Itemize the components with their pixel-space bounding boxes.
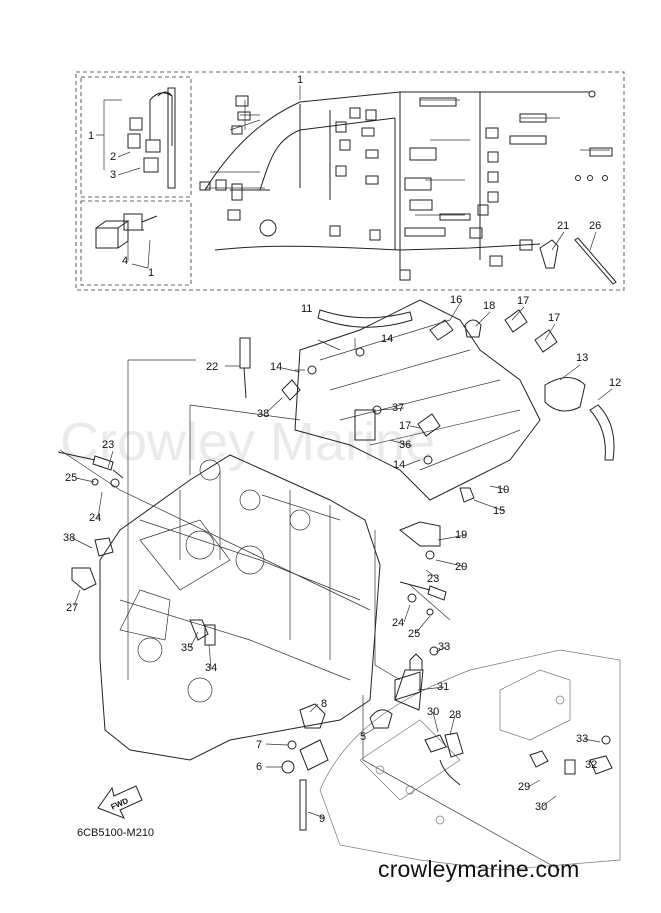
callout-19: 19 (455, 529, 467, 541)
callout-17: 17 (548, 312, 560, 324)
fwd-arrow: FWD (97, 785, 143, 819)
callout-23: 23 (102, 439, 114, 451)
site-url: crowleymarine.com (378, 856, 580, 882)
callout-5: 5 (360, 731, 366, 743)
callout-38: 38 (63, 532, 75, 544)
callout-2: 2 (110, 151, 116, 163)
callout-25: 25 (65, 472, 77, 484)
sensor-23-assembly (57, 451, 447, 616)
callout-11: 11 (301, 303, 312, 315)
callout-10: 10 (497, 484, 509, 496)
callout-9: 9 (319, 813, 325, 825)
callout-17: 17 (517, 295, 529, 307)
callout-34: 34 (205, 662, 217, 674)
callout-13: 13 (576, 352, 588, 364)
callout-37: 37 (392, 402, 404, 414)
callout-1: 1 (297, 74, 303, 86)
callout-labels: 1 1 2 3 4 1 21 26 11 16 18 17 17 13 12 2… (63, 74, 621, 825)
fwd-label: FWD (109, 796, 130, 812)
callout-38: 38 (257, 408, 269, 420)
callout-3: 3 (110, 169, 116, 181)
callout-4: 4 (122, 255, 128, 267)
callout-12: 12 (609, 377, 621, 389)
callout-1: 1 (148, 267, 154, 279)
callout-36: 36 (399, 439, 411, 451)
callout-1: 1 (88, 130, 94, 142)
callout-30: 30 (535, 801, 547, 813)
callout-33: 33 (438, 641, 450, 653)
engine-block (99, 454, 381, 761)
callout-26: 26 (589, 220, 601, 232)
callout-35: 35 (181, 642, 193, 654)
callout-7: 7 (256, 739, 262, 751)
callout-22: 22 (206, 361, 218, 373)
watermark: Crowley Marine (60, 412, 435, 472)
callout-32: 32 (585, 759, 597, 771)
harness-panel (75, 71, 625, 291)
callout-24: 24 (89, 512, 101, 524)
callout-6: 6 (256, 761, 262, 773)
callout-24: 24 (392, 617, 404, 629)
callout-14: 14 (270, 361, 282, 373)
leader-lines (59, 85, 561, 871)
callout-ticks (71, 99, 613, 819)
callout-29: 29 (518, 781, 530, 793)
callout-18: 18 (483, 300, 495, 312)
callout-8: 8 (321, 698, 327, 710)
callout-23: 23 (427, 573, 439, 585)
small-parts (71, 309, 613, 831)
callout-14: 14 (393, 459, 405, 471)
callout-27: 27 (66, 602, 78, 614)
diagram-code: 6CB5100-M210 (77, 827, 155, 839)
electrical-bracket (294, 299, 615, 547)
callout-20: 20 (455, 561, 467, 573)
callout-17: 17 (399, 420, 411, 432)
callout-14: 14 (381, 333, 393, 345)
callout-16: 16 (450, 294, 462, 306)
callout-21: 21 (557, 220, 569, 232)
callout-28: 28 (449, 709, 461, 721)
callout-33: 33 (576, 733, 588, 745)
